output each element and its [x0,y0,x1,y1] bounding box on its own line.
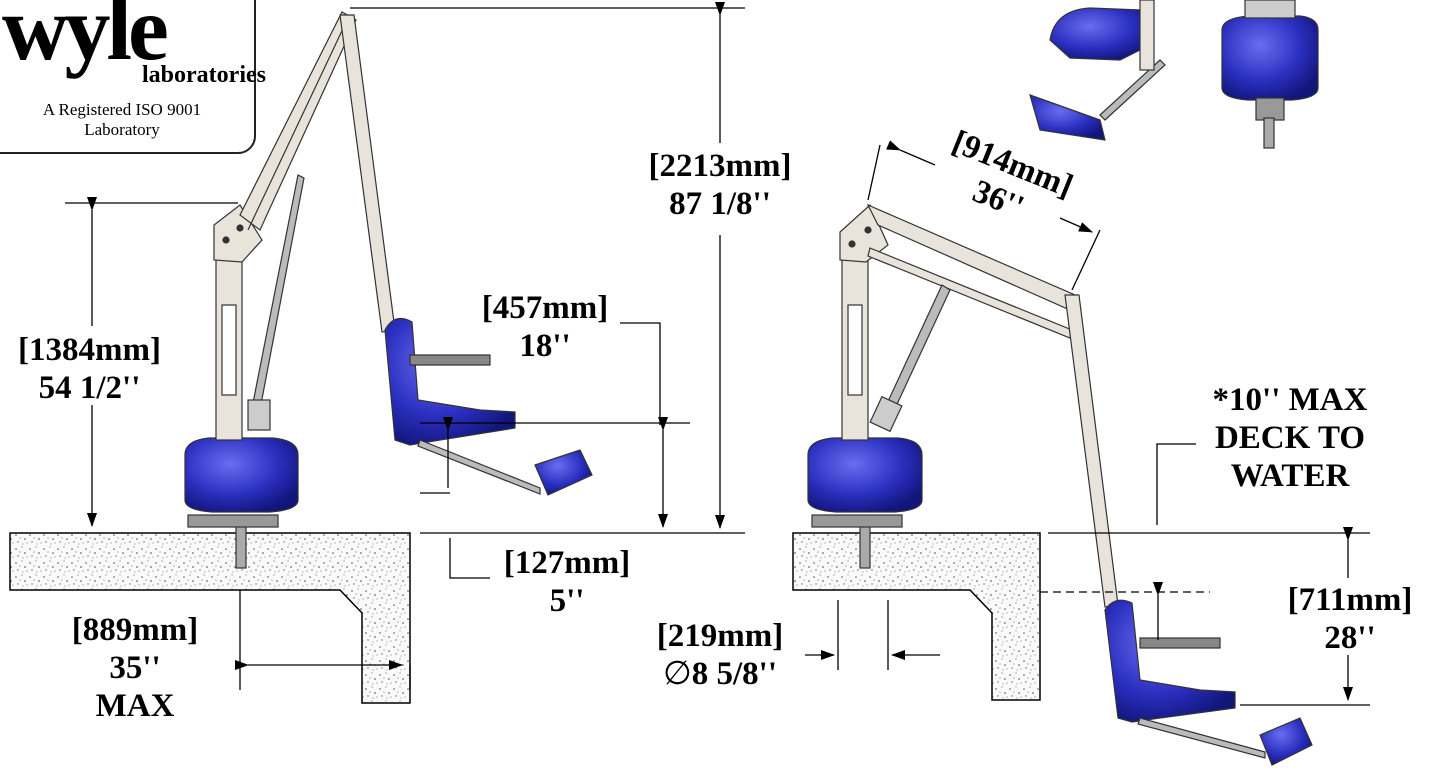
deck-to-water-label: *10'' MAX DECK TO WATER [1212,382,1368,494]
left-seat [384,317,516,446]
water-depth-label: [711mm] 28'' [1287,582,1413,656]
dimension-lines [65,2,1370,706]
left-deck-concrete [9,532,411,704]
detail-view [1029,0,1319,149]
clearance-label: [127mm] 5'' [503,545,631,619]
left-footrest [534,449,593,496]
right-footrest [1259,717,1313,766]
logo-certification: A Registered ISO 9001 Laboratory [12,100,232,141]
right-seat [1104,599,1236,723]
left-base-housing [184,437,299,513]
detail-base-housing [1221,15,1319,101]
right-base-housing [807,437,923,513]
logo-cert-line2: Laboratory [84,120,160,140]
logo-wordmark: wyle [2,0,169,79]
base-diameter-label: [219mm] ∅8 5/8'' [656,618,784,692]
logo-subname: laboratories [142,62,266,88]
right-actuator [883,284,951,416]
reach-label: [889mm] 35'' MAX [71,612,199,724]
seat-height-label: [457mm] 18'' [481,290,609,364]
right-lift [807,203,1313,766]
left-pole [339,14,396,333]
overall-height-label: [2213mm] 87 1/8'' [648,148,792,222]
right-pole [1064,294,1119,608]
deck-height-label: [1384mm] 54 1/2'' [18,332,161,406]
diameter-symbol: ∅ [662,655,692,692]
logo-cert-line1: A Registered ISO 9001 [42,100,202,119]
right-deck-concrete [792,532,1041,701]
left-boom [239,11,357,231]
left-lift [184,11,593,569]
wyle-logo: wyle laboratories A Registered ISO 9001 … [0,0,266,154]
